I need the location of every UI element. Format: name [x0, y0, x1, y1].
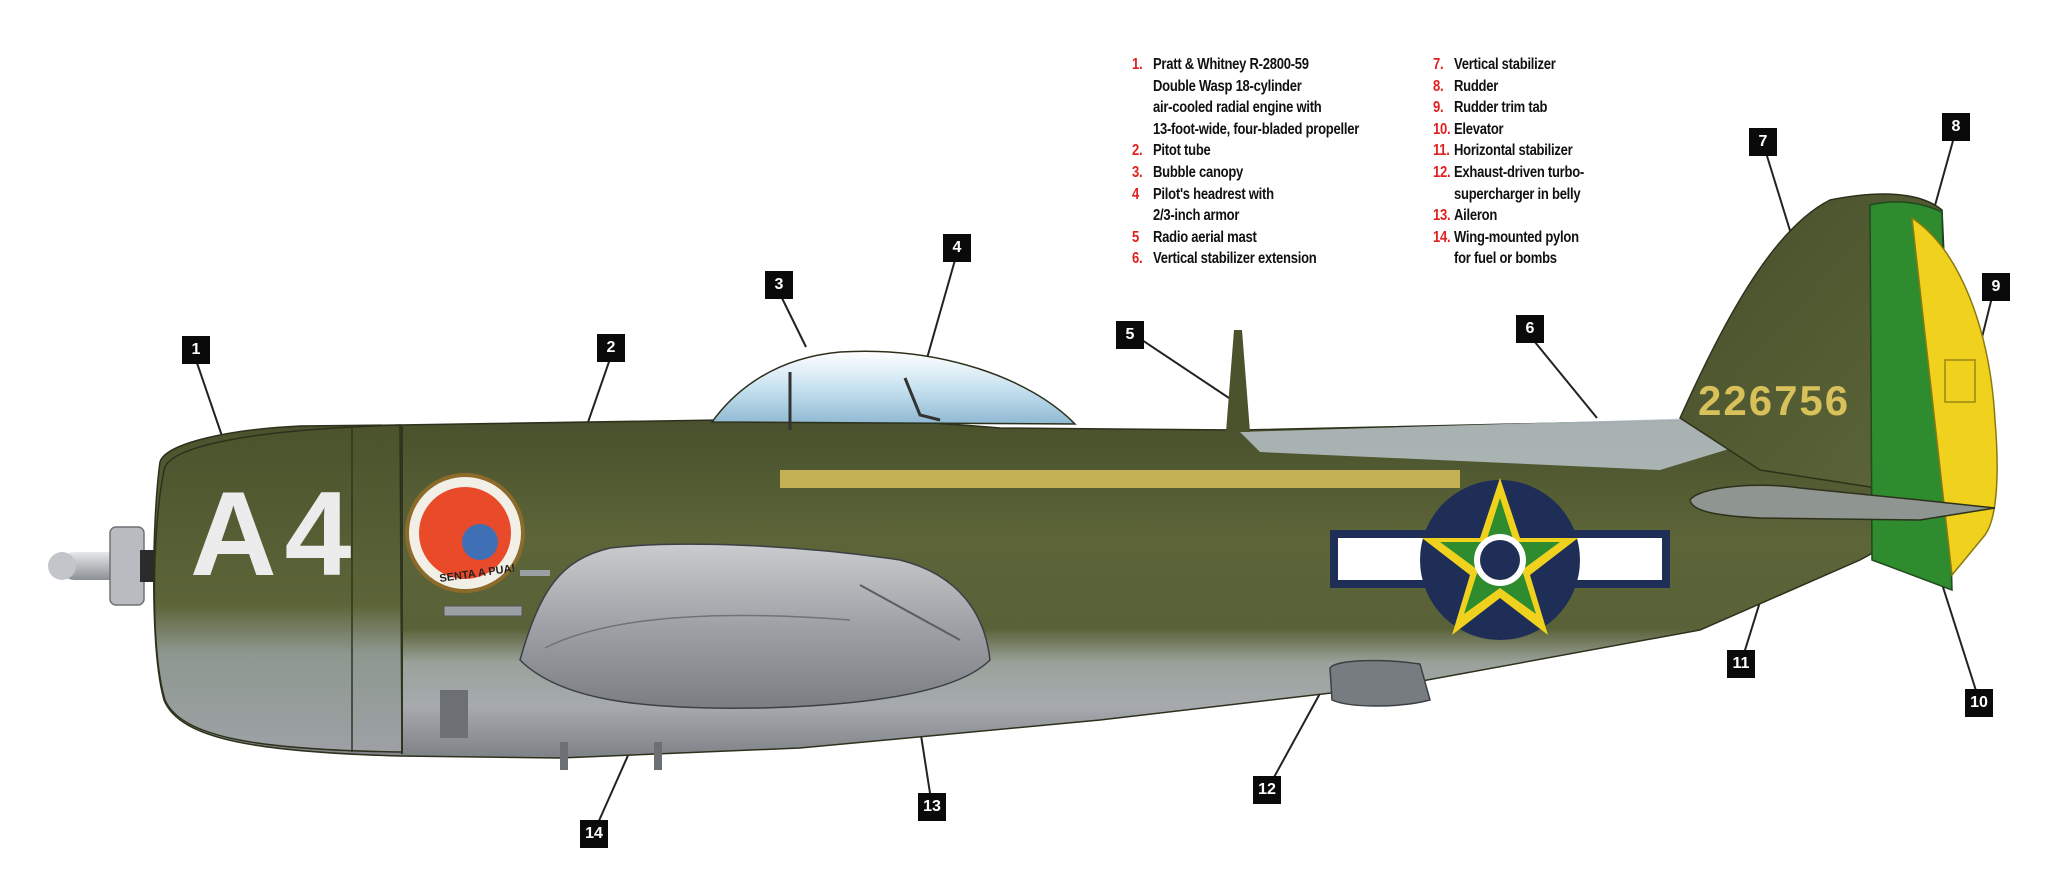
callout-2: 2	[597, 334, 625, 362]
turbo-intake	[1329, 659, 1431, 707]
bubble-canopy	[710, 350, 1077, 425]
callout-11: 11	[1727, 650, 1755, 678]
tail-serial: 226756	[1698, 377, 1850, 424]
legend-item-6: 6.Vertical stabilizer extension	[1132, 250, 1317, 268]
legend-item-10: 10.Elevator	[1433, 120, 1504, 138]
brazil-roundel	[1330, 478, 1670, 640]
callout-8: 8	[1942, 113, 1970, 141]
nose-art-roundel: SENTA A PUA!	[405, 473, 525, 593]
callout-6: 6	[1516, 315, 1544, 343]
wing	[519, 543, 991, 709]
legend-item-7: 7.Vertical stabilizer	[1433, 56, 1556, 73]
legend-item-13: 13.Aileron	[1433, 207, 1498, 225]
legend-item-3: 3.Bubble canopy	[1132, 163, 1244, 181]
gear-stubs	[440, 690, 662, 770]
legend-column-2: 7.Vertical stabilizer 8.Rudder 9.Rudder …	[1433, 54, 1584, 270]
radio-mast	[1226, 330, 1250, 432]
aircraft: SENTA A PUA! A4 226756	[48, 193, 1998, 770]
legend-item-11: 11.Horizontal stabilizer	[1433, 142, 1573, 160]
propeller-hub	[48, 526, 160, 606]
callout-5: 5	[1116, 321, 1144, 349]
legend-item-2: 2.Pitot tube	[1132, 142, 1211, 160]
legend-item-1: 1.Pratt & Whitney R-2800-59 Double Wasp …	[1132, 56, 1360, 138]
callout-13: 13	[918, 793, 946, 821]
fuselage-stencil-row	[780, 470, 1460, 488]
legend-item-12: 12.Exhaust-driven turbo- supercharger in…	[1433, 163, 1584, 203]
fuselage-code: A4	[190, 467, 359, 601]
engine-cowling	[153, 424, 403, 753]
horizontal-stabilizer	[1689, 484, 1996, 521]
dorsal-spine	[1240, 418, 1752, 470]
legend-column-1: 1.Pratt & Whitney R-2800-59 Double Wasp …	[1132, 54, 1359, 270]
callout-7: 7	[1749, 128, 1777, 156]
callout-12: 12	[1253, 776, 1281, 804]
legend-item-9: 9.Rudder trim tab	[1433, 99, 1548, 117]
callout-4: 4	[943, 234, 971, 262]
callout-3: 3	[765, 271, 793, 299]
rudder-yellow	[1911, 216, 1998, 577]
callout-9: 9	[1982, 273, 2010, 301]
callout-1: 1	[182, 336, 210, 364]
legend-item-8: 8.Rudder	[1433, 77, 1499, 95]
callout-14: 14	[580, 820, 608, 848]
callout-10: 10	[1965, 689, 1993, 717]
legend-item-14: 14.Wing-mounted pylon for fuel or bombs	[1433, 228, 1579, 268]
